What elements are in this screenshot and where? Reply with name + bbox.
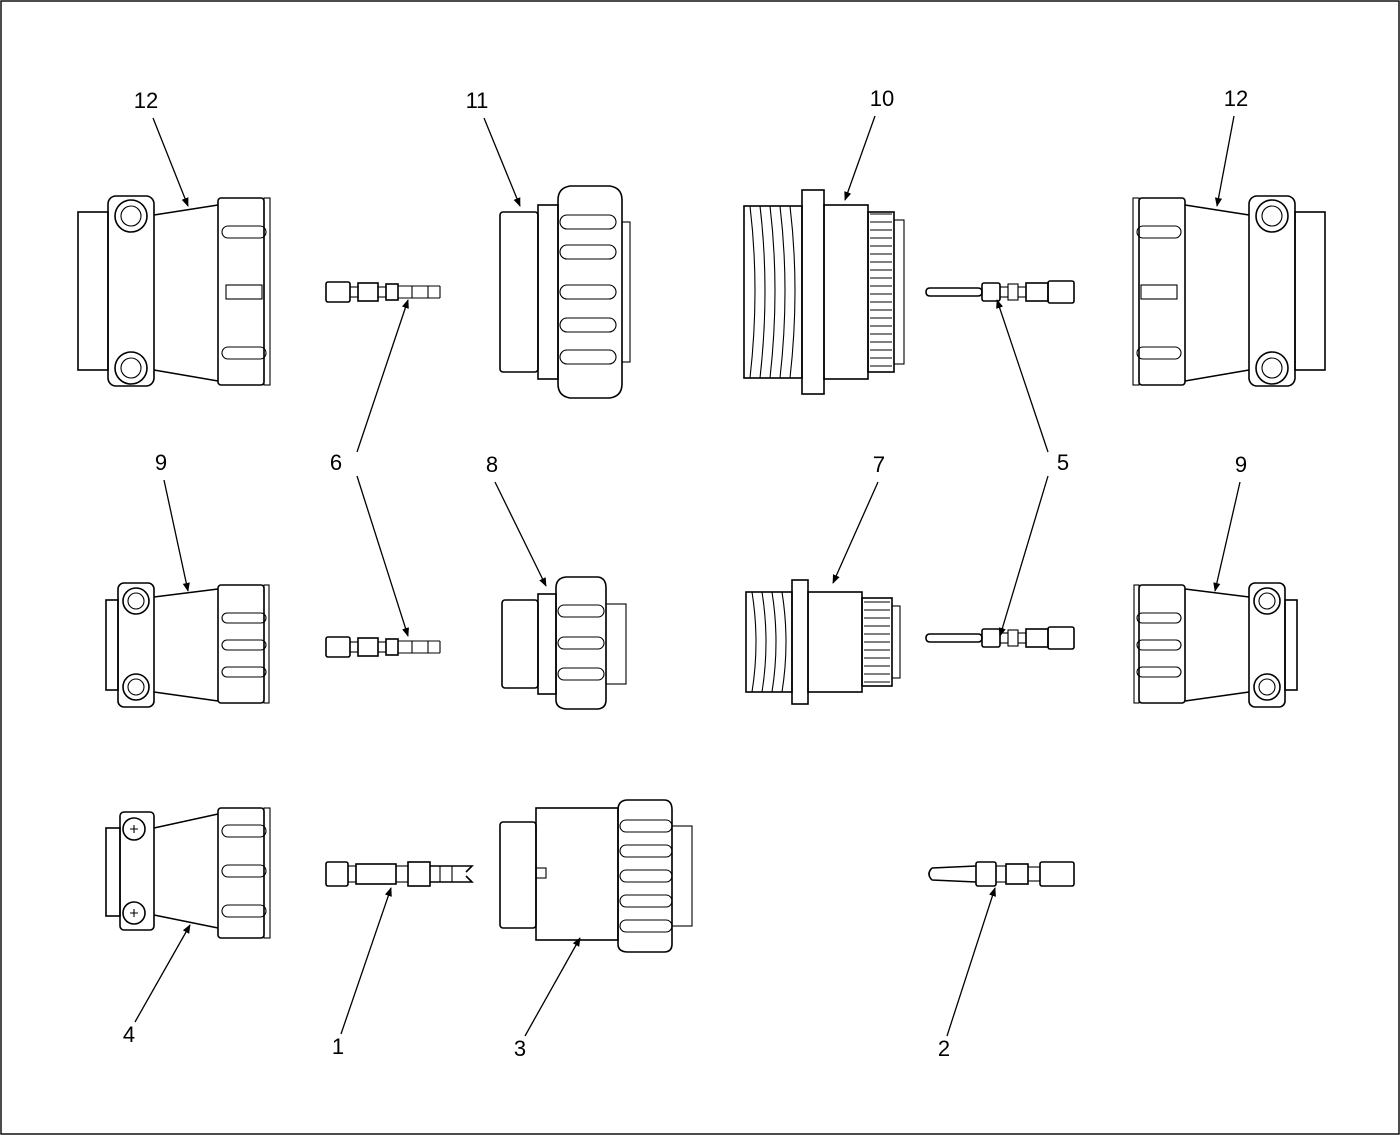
backshell-small-right — [1133, 582, 1298, 708]
socket-contact-crimp — [325, 861, 474, 887]
backshell-small-left — [105, 582, 270, 708]
callout-2: 2 — [938, 1036, 950, 1061]
panel-receptacle-small — [745, 579, 901, 705]
callout-7: 7 — [873, 452, 885, 477]
callout-6: 6 — [330, 450, 342, 475]
pin-contact-crimp — [928, 861, 1075, 887]
backshell-large-right — [1132, 195, 1326, 387]
pin-contact-top — [925, 280, 1075, 304]
callout-12-right: 12 — [1224, 86, 1248, 111]
plug-assembly — [499, 799, 693, 953]
callout-1: 1 — [332, 1034, 344, 1059]
callout-11: 11 — [466, 88, 489, 113]
callout-3: 3 — [514, 1036, 526, 1061]
callout-8: 8 — [486, 452, 498, 477]
backshell-large-left — [77, 195, 271, 387]
callout-9-right: 9 — [1235, 452, 1247, 477]
panel-receptacle-large — [743, 189, 905, 395]
pin-contact-middle — [925, 626, 1075, 650]
coupling-plug-large — [499, 185, 631, 399]
callout-4: 4 — [123, 1022, 135, 1047]
backshell-screw-clamp — [105, 807, 271, 939]
callout-10: 10 — [870, 86, 894, 111]
callout-9-left: 9 — [155, 450, 167, 475]
coupling-plug-small — [501, 576, 627, 710]
callout-5: 5 — [1057, 450, 1069, 475]
callout-12-left: 12 — [134, 88, 158, 113]
leader-lines — [134, 115, 1241, 1037]
socket-contact-middle — [325, 636, 441, 658]
socket-contact-top — [325, 281, 441, 303]
